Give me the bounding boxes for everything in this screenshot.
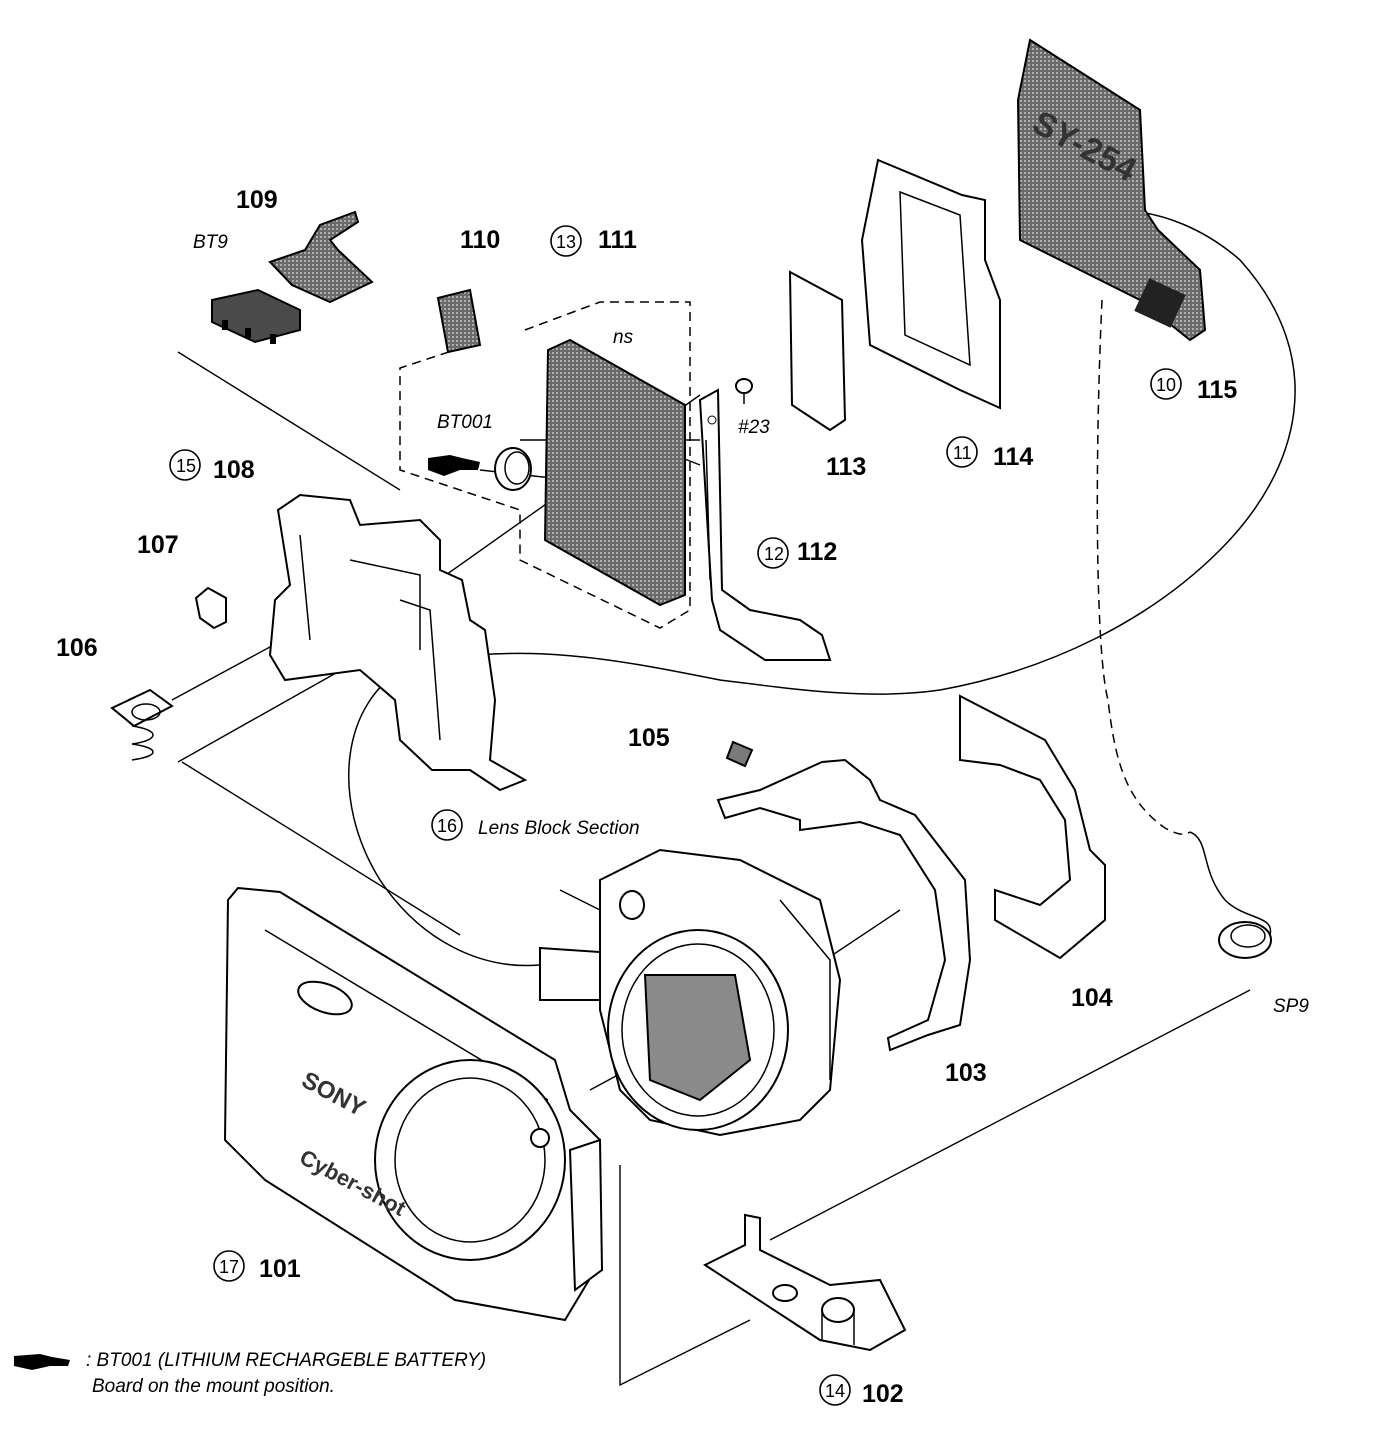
part-sp9-speaker [1218, 921, 1272, 959]
circled-16 [431, 809, 463, 841]
label-screw-23: #23 [738, 417, 770, 438]
callout-109: 109 [236, 186, 278, 214]
legend: : BT001 (LITHIUM RECHARGEBLE BATTERY) Bo… [12, 1350, 486, 1398]
part-106-spring [110, 688, 174, 761]
callout-104: 104 [1071, 984, 1113, 1012]
label-ns: ns [613, 327, 634, 348]
circled-13 [550, 225, 582, 257]
circled-12 [757, 537, 789, 569]
part-bt001-battery [428, 447, 532, 491]
label-lens-block-section: Lens Block Section [478, 818, 640, 839]
callout-115: 115 [1197, 376, 1237, 404]
callout-102: 102 [862, 1380, 904, 1408]
callout-labels: 109 BT9 110 13 111 ns BT001 #23 113 11 1… [56, 186, 1309, 1408]
callout-106: 106 [56, 634, 98, 662]
part-112-bracket [698, 388, 832, 661]
assembly-box-111 [399, 301, 691, 629]
callout-15: 15 [176, 456, 196, 476]
legend-line-1: : BT001 (LITHIUM RECHARGEBLE BATTERY) [86, 1350, 487, 1371]
callout-105: 105 [628, 724, 670, 752]
callout-112: 112 [797, 538, 837, 566]
callout-11: 11 [953, 443, 972, 463]
label-sp9: SP9 [1273, 996, 1309, 1017]
part-109-flex [268, 210, 374, 304]
callout-13: 13 [556, 232, 576, 252]
callout-107: 107 [137, 531, 179, 559]
label-bt001: BT001 [437, 412, 493, 433]
callout-16: 16 [437, 816, 457, 836]
part-107-clip [194, 586, 227, 630]
part-103-flex [716, 758, 972, 1052]
part-105 [725, 740, 754, 768]
part-108-frame [268, 493, 528, 792]
callout-108: 108 [213, 456, 255, 484]
part-104-sheet [959, 694, 1106, 960]
callout-10: 10 [1156, 375, 1176, 395]
callout-14: 14 [825, 1381, 845, 1401]
legend-line-2: Board on the mount position. [92, 1376, 335, 1397]
circled-11 [946, 436, 978, 468]
callout-12: 12 [764, 544, 784, 564]
part-113-sheet [788, 270, 847, 432]
part-102-bracket [702, 1213, 907, 1352]
part-lens-block [539, 848, 842, 1137]
circled-10 [1150, 368, 1182, 400]
callout-17: 17 [219, 1257, 239, 1277]
part-screw-23 [735, 378, 753, 404]
part-111-board [543, 338, 686, 607]
callout-101: 101 [259, 1255, 301, 1283]
part-114-frame [860, 158, 1001, 410]
battery-mark-icon [14, 1354, 70, 1370]
part-115-board: SY-254 [1016, 38, 1207, 342]
part-110-sheet [436, 288, 482, 354]
part-101-front-cover: SONY Cyber-shot [223, 886, 604, 1322]
callout-111: 111 [598, 226, 637, 254]
circled-14 [819, 1374, 851, 1406]
label-bt9: BT9 [193, 232, 228, 253]
callout-114: 114 [993, 443, 1033, 471]
circled-15 [169, 449, 201, 481]
callout-110: 110 [460, 226, 500, 254]
circled-17 [213, 1250, 245, 1282]
callout-113: 113 [826, 453, 866, 481]
callout-103: 103 [945, 1059, 987, 1087]
part-bt9-battery-holder [211, 288, 301, 344]
